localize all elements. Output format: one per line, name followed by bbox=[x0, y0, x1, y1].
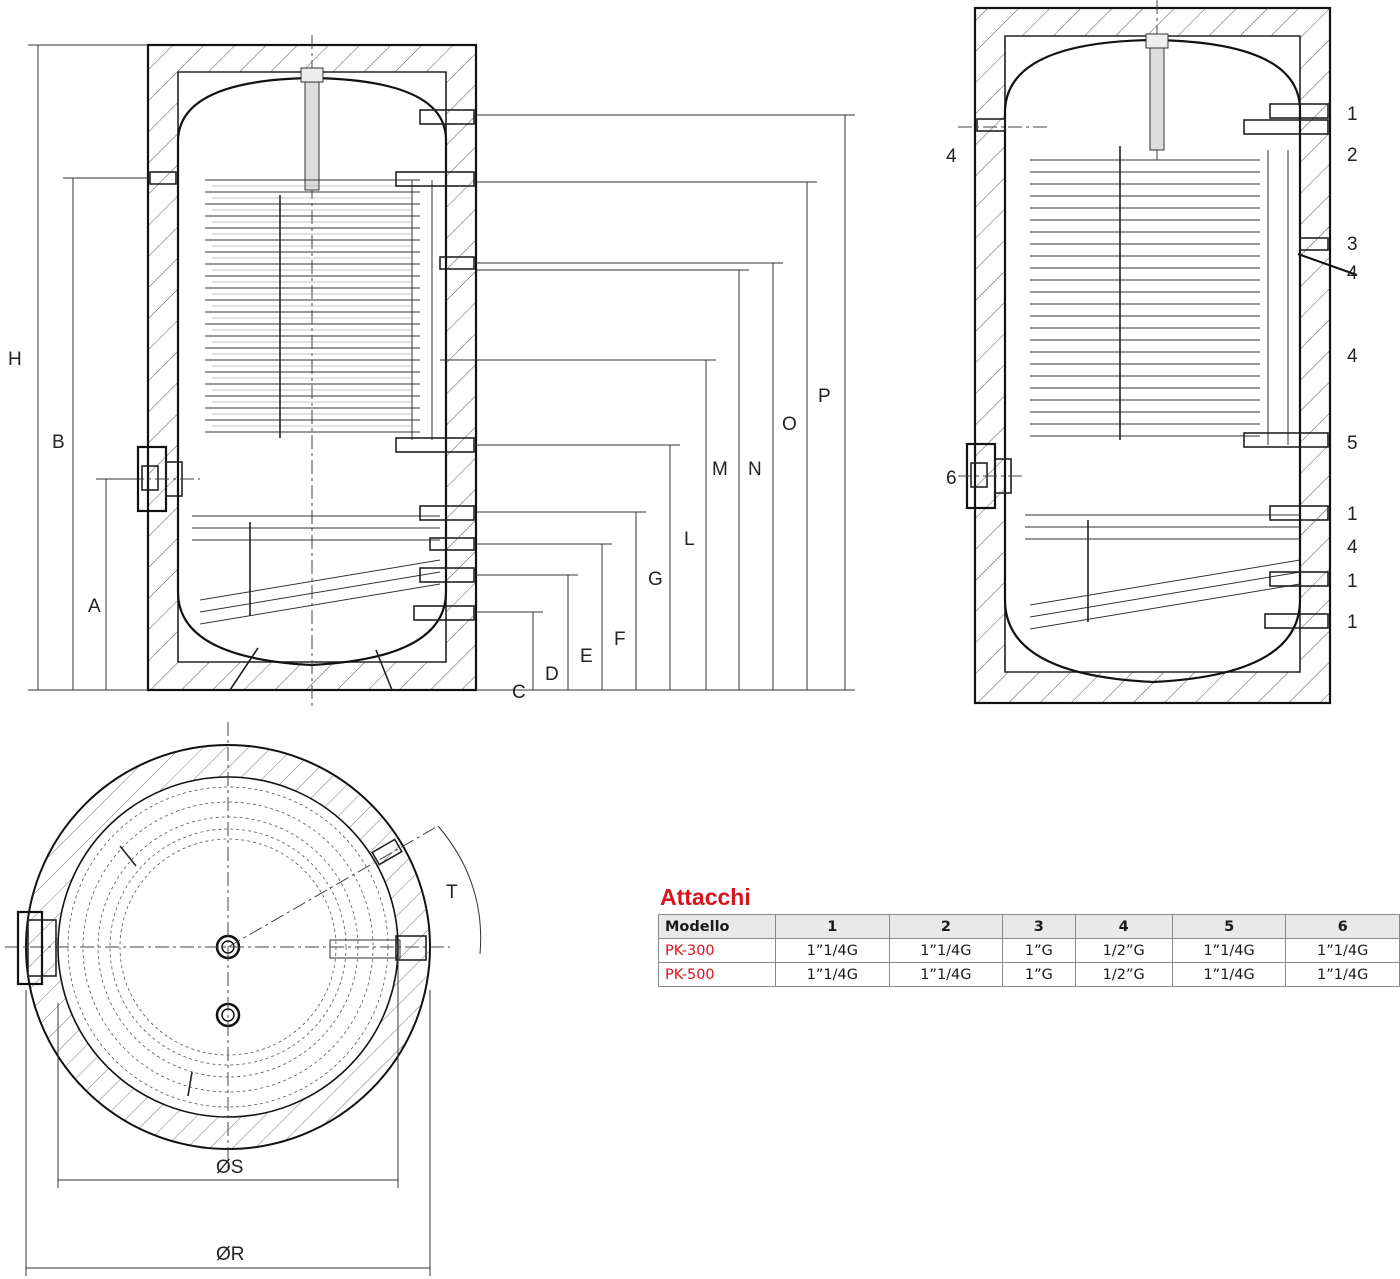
port-label-r6: 1 bbox=[1347, 504, 1358, 525]
dim-label-G: G bbox=[648, 569, 663, 590]
table-cell: 1”1/4G bbox=[888, 962, 1004, 987]
right-ports-2 bbox=[1243, 103, 1329, 629]
table-cell-model: PK-300 bbox=[658, 938, 776, 963]
table-cell: 1”1/4G bbox=[1171, 938, 1287, 963]
side-view-dimensioned: H B A C D E F G L M N O P bbox=[8, 35, 855, 706]
table-cell: 1”1/4G bbox=[775, 962, 890, 987]
dimension-lines bbox=[28, 44, 855, 691]
port-label-r8: 1 bbox=[1347, 571, 1358, 592]
port-label-r0: 1 bbox=[1347, 104, 1358, 125]
port-label-r4: 4 bbox=[1347, 346, 1358, 367]
dim-label-N: N bbox=[748, 459, 762, 480]
angle-label-T: T bbox=[446, 882, 458, 903]
technical-drawing: H B A C D E F G L M N O P bbox=[5, 0, 1358, 1276]
table-cell: 1”1/4G bbox=[1285, 938, 1400, 963]
table-cell: 1”G bbox=[1002, 938, 1076, 963]
dim-label-H: H bbox=[8, 349, 22, 370]
plan-view: T ØS ØR bbox=[5, 722, 482, 1276]
dim-label-D: D bbox=[545, 664, 559, 685]
header-cell-model: Modello bbox=[658, 914, 776, 939]
header-cell-5: 5 bbox=[1171, 914, 1287, 939]
port-label-r1: 2 bbox=[1347, 145, 1358, 166]
table-cell: 1”1/4G bbox=[1171, 962, 1287, 987]
dim-label-P: P bbox=[818, 386, 831, 407]
dim-label-F: F bbox=[614, 629, 626, 650]
table-cell: 1/2”G bbox=[1074, 938, 1173, 963]
port-label-r2: 3 bbox=[1347, 234, 1358, 255]
port-label-left-upper: 4 bbox=[946, 146, 957, 167]
dim-label-M: M bbox=[712, 459, 728, 480]
table-row: PK-500 1”1/4G 1”1/4G 1”G 1/2”G 1”1/4G 1”… bbox=[658, 962, 1400, 987]
right-ports bbox=[395, 109, 475, 621]
side-view-ports: 4 6 1 2 3 4 4 5 1 4 1 1 bbox=[946, 0, 1358, 705]
header-cell-3: 3 bbox=[1002, 914, 1076, 939]
port-label-r7: 4 bbox=[1347, 537, 1358, 558]
dim-label-C: C bbox=[512, 682, 526, 703]
connections-table: Modello 1 2 3 4 5 6 PK-300 1”1/4G 1”1/4G… bbox=[658, 914, 1400, 987]
table-title: Attacchi bbox=[660, 884, 751, 910]
port-label-r3: 4 bbox=[1347, 263, 1358, 284]
table-cell: 1”1/4G bbox=[888, 938, 1004, 963]
connections-table-section: Attacchi Modello 1 2 3 4 5 6 PK-300 1”1/… bbox=[658, 884, 1400, 987]
dim-label-L: L bbox=[684, 529, 695, 550]
upper-coil-2 bbox=[1030, 146, 1289, 445]
port-label-r9: 1 bbox=[1347, 612, 1358, 633]
header-cell-2: 2 bbox=[888, 914, 1004, 939]
port-label-flange: 6 bbox=[946, 468, 957, 489]
port-label-r5: 5 bbox=[1347, 433, 1358, 454]
lower-coil bbox=[192, 515, 441, 625]
table-cell: 1/2”G bbox=[1074, 962, 1173, 987]
upper-coil bbox=[205, 179, 433, 440]
dim-label-B: B bbox=[52, 432, 65, 453]
header-cell-6: 6 bbox=[1285, 914, 1400, 939]
table-cell: 1”1/4G bbox=[775, 938, 890, 963]
table-cell: 1”1/4G bbox=[1285, 962, 1400, 987]
dim-label-E: E bbox=[580, 646, 593, 667]
table-cell-model: PK-500 bbox=[658, 962, 776, 987]
dim-label-S: ØS bbox=[216, 1157, 243, 1178]
header-cell-1: 1 bbox=[775, 914, 890, 939]
dim-label-O: O bbox=[782, 414, 797, 435]
dim-label-A: A bbox=[88, 596, 101, 617]
header-cell-4: 4 bbox=[1074, 914, 1173, 939]
table-row: PK-300 1”1/4G 1”1/4G 1”G 1/2”G 1”1/4G 1”… bbox=[658, 938, 1400, 963]
lower-coil-2 bbox=[1025, 514, 1301, 630]
table-cell: 1”G bbox=[1002, 962, 1076, 987]
table-header-row: Modello 1 2 3 4 5 6 bbox=[658, 914, 1400, 939]
dim-label-R: ØR bbox=[216, 1244, 245, 1265]
